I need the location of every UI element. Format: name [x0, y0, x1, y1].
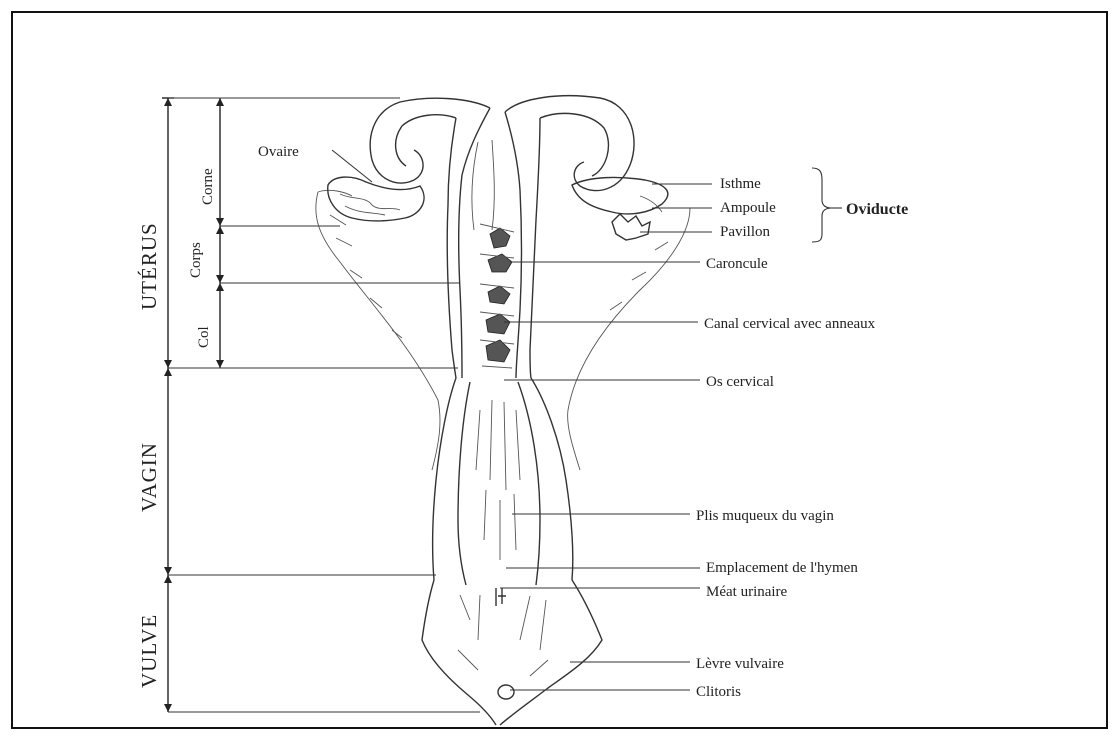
label-meat-urinaire: Méat urinaire	[706, 584, 788, 600]
region-label-uterus: UTÉRUS	[137, 222, 161, 310]
subregion-label-col: Col	[196, 326, 212, 348]
label-pavillon: Pavillon	[720, 224, 771, 240]
label-clitoris: Clitoris	[696, 684, 741, 700]
figure-frame	[12, 12, 1107, 728]
subregion-label-corps: Corps	[188, 242, 204, 278]
subregion-label-corne: Corne	[200, 168, 216, 205]
label-oviducte: Oviducte	[846, 201, 908, 218]
label-isthme: Isthme	[720, 176, 761, 192]
label-canal-cervical: Canal cervical avec anneaux	[704, 316, 876, 332]
label-ampoule: Ampoule	[720, 200, 776, 216]
label-caroncule: Caroncule	[706, 256, 768, 272]
region-label-vagin: VAGIN	[137, 442, 161, 512]
region-label-vulve: VULVE	[137, 614, 161, 688]
label-emplacement-hymen: Emplacement de l'hymen	[706, 560, 858, 576]
label-levre-vulvaire: Lèvre vulvaire	[696, 656, 784, 672]
label-plis-muqueux: Plis muqueux du vagin	[696, 508, 834, 524]
label-os-cervical: Os cervical	[706, 374, 774, 390]
label-ovaire: Ovaire	[258, 144, 299, 160]
